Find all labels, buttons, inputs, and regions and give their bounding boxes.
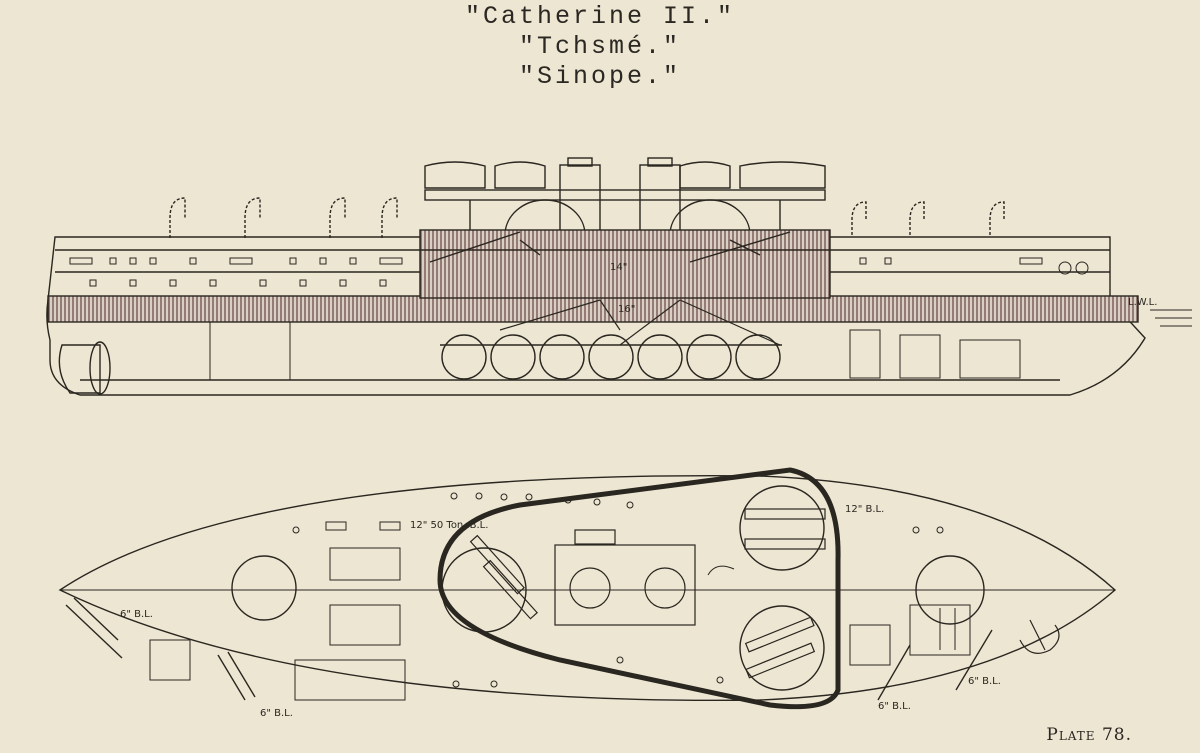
armour-belt <box>47 295 1139 323</box>
title-line-3: "Sinope." <box>518 62 682 91</box>
gun-6-aft-a-label: 6" B.L. <box>878 701 911 712</box>
lwl-label: L.W.L. <box>1128 297 1157 308</box>
plate-number: Plate 78. <box>1046 725 1132 745</box>
gun-12-50-label: 12" 50 Ton .B.L. <box>410 520 488 531</box>
machinery <box>209 321 1021 381</box>
deck-fittings <box>292 492 944 688</box>
stern-gear <box>58 341 111 395</box>
flying-deck <box>424 161 826 236</box>
citadel <box>419 229 831 299</box>
title-block: "Catherine II." "Tchsmé." "Sinope." <box>0 2 1200 92</box>
side-elevation <box>46 157 1192 396</box>
title-line-2: "Tchsmé." <box>518 32 682 61</box>
title-line-1: "Catherine II." <box>464 2 736 31</box>
armor-14-label: 14" <box>610 262 627 273</box>
ventilators <box>169 197 1005 238</box>
hoists <box>499 299 781 346</box>
portholes <box>69 257 1089 287</box>
deck-plan <box>58 467 1117 710</box>
redoubt <box>437 467 841 710</box>
main-guns-plan <box>469 508 826 679</box>
gun-6-fwd-lower-label: 6" B.L. <box>260 708 293 719</box>
gun-6-fwd-upper-label: 6" B.L. <box>120 609 153 620</box>
boilers <box>440 334 782 380</box>
gun-12-bl-label: 12" B.L. <box>845 504 884 515</box>
stern-ring <box>707 565 735 576</box>
barbettes <box>231 485 985 691</box>
secondary-guns <box>65 597 993 701</box>
compartments <box>149 521 971 701</box>
armor-16-label: 16" <box>618 304 635 315</box>
gun-6-aft-b-label: 6" B.L. <box>968 676 1001 687</box>
anchor-icon <box>1019 619 1060 654</box>
main-guns-side <box>429 231 791 263</box>
waterline-marks <box>1150 309 1192 327</box>
engine-block <box>554 529 696 626</box>
